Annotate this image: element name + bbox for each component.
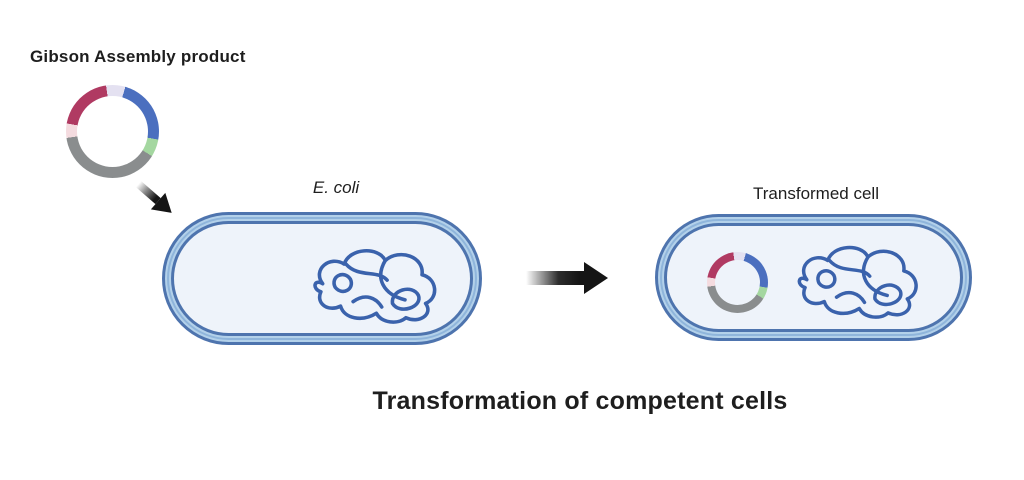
transformed-cell <box>655 214 972 341</box>
gibson-assembly-label: Gibson Assembly product <box>30 47 246 66</box>
cytoplasm <box>171 221 473 336</box>
plasmid-hole <box>715 260 760 305</box>
down-right-arrow-icon <box>135 181 172 213</box>
periplasm-layer <box>167 217 477 340</box>
gibson-plasmid-icon <box>66 85 159 178</box>
chromosome-icon <box>797 245 918 319</box>
transformed-cell-label: Transformed cell <box>753 184 879 203</box>
transformed-plasmid-icon <box>707 252 768 313</box>
diagram-title: Transformation of competent cells <box>372 387 788 415</box>
right-arrow-icon <box>526 262 608 294</box>
chromosome-icon <box>313 248 437 324</box>
cytoplasm <box>664 223 963 332</box>
plasmid-hole <box>77 96 148 167</box>
periplasm-layer <box>660 219 967 336</box>
ecoli-cell <box>162 212 482 345</box>
ecoli-label: E. coli <box>312 178 360 197</box>
